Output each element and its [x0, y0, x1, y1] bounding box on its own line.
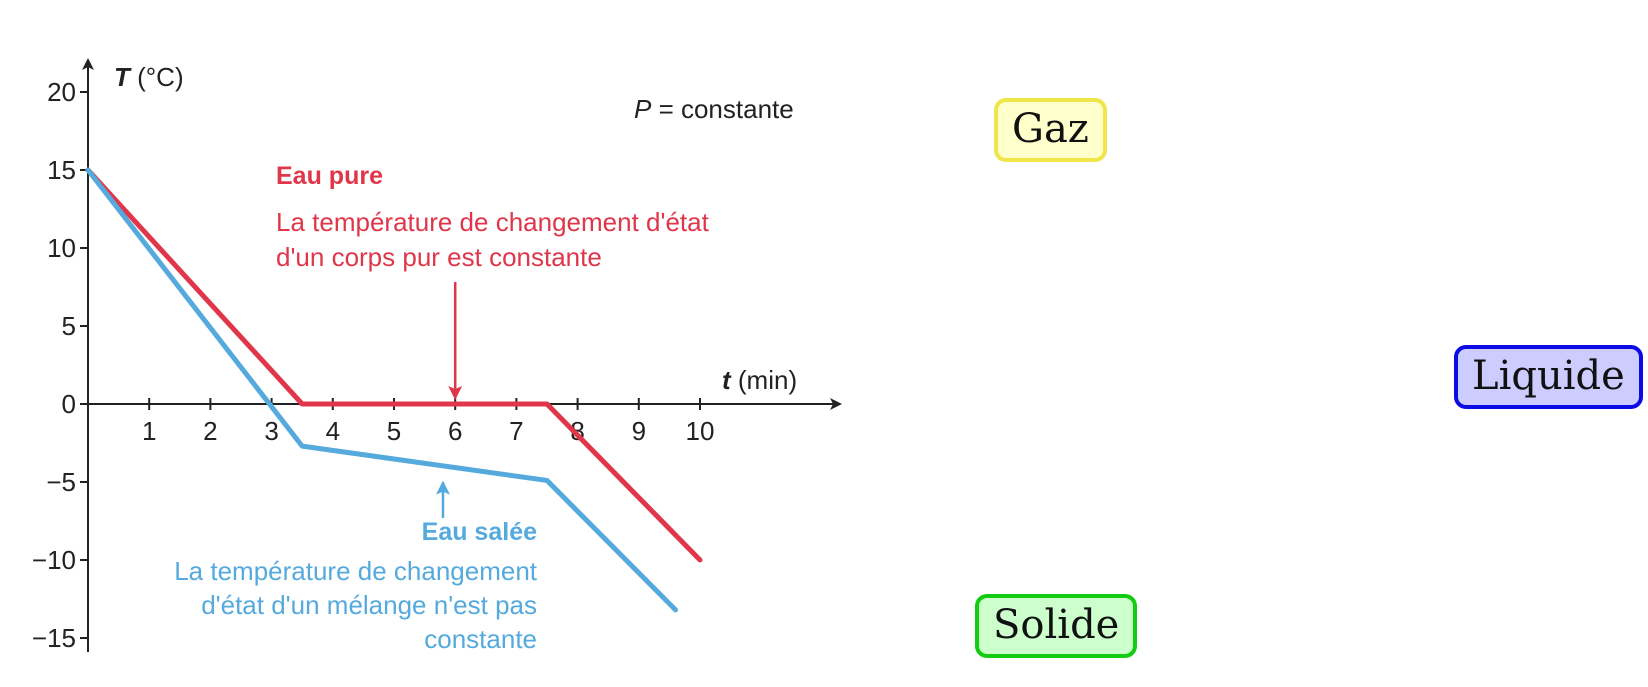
y-tick-label: 15 [47, 155, 76, 185]
x-tick-label: 10 [686, 416, 715, 446]
salt-water-text-line-1: La température de changement [174, 556, 538, 586]
y-tick-label: −5 [46, 467, 76, 497]
y-tick-label: 20 [47, 77, 76, 107]
x-tick-label: 2 [203, 416, 217, 446]
y-tick-label: 5 [62, 311, 76, 341]
state-gas-box: Gaz [994, 98, 1107, 162]
x-axis-unit: (min) [731, 365, 797, 395]
x-tick-label: 5 [387, 416, 401, 446]
x-tick-label: 3 [264, 416, 278, 446]
y-axis-variable: T [114, 62, 132, 92]
y-tick-label: 10 [47, 233, 76, 263]
series-line-eau-pure [85, 167, 703, 563]
y-tick-label: 0 [62, 389, 76, 419]
y-axis-unit: (°C) [130, 62, 184, 92]
x-axis-label: t (min) [722, 365, 797, 395]
x-tick-label: 7 [509, 416, 523, 446]
pure-water-text-line-1: La température de changement d'état [276, 207, 710, 237]
x-axis-variable: t [722, 365, 732, 395]
series-line-eau-salee [85, 167, 679, 613]
salt-water-title: Eau salée [422, 518, 537, 546]
pure-water-text-line-2: d'un corps pur est constante [276, 242, 602, 272]
salt-water-text-line-2: d'état d'un mélange n'est pas [201, 590, 537, 620]
pressure-note: P = constante [634, 94, 794, 124]
x-tick-label: 9 [632, 416, 646, 446]
pure-water-title: Eau pure [276, 162, 383, 190]
y-tick-label: −10 [32, 545, 76, 575]
salt-water-text-line-3: constante [424, 624, 537, 654]
x-tick-label: 4 [326, 416, 340, 446]
y-tick-label: −15 [32, 623, 76, 653]
x-tick-label: 6 [448, 416, 462, 446]
y-axis-label: T (°C) [114, 62, 184, 92]
pressure-variable: P [634, 94, 652, 124]
state-solid-box: Solide [975, 594, 1138, 658]
x-tick-label: 1 [142, 416, 156, 446]
pressure-text: = constante [651, 94, 793, 124]
state-liquid-box: Liquide [1454, 345, 1643, 409]
